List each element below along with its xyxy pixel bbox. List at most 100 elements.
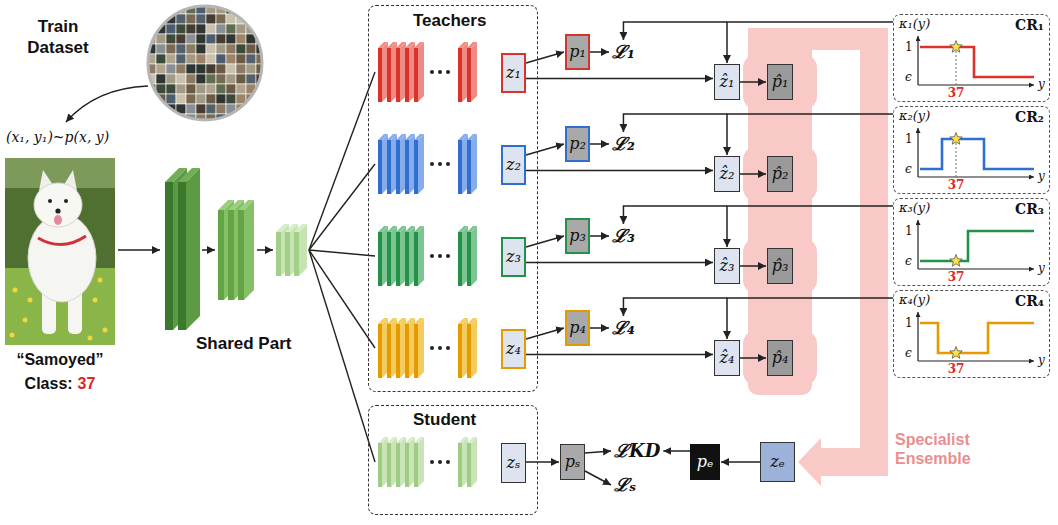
mosaic-tile: [206, 94, 216, 104]
mosaic-tile: [196, 34, 206, 44]
mosaic-tile: [196, 94, 206, 104]
mosaic-tile: [256, 24, 266, 34]
mosaic-tile: [206, 74, 216, 84]
node-text: y: [1038, 353, 1045, 367]
y-axis: [917, 128, 918, 177]
box-symbol: ẑ₁: [720, 74, 735, 90]
mosaic-tile: [176, 14, 186, 24]
mosaic-tile: [246, 4, 256, 14]
mosaic-tile: [186, 84, 196, 94]
node-text: y: [1038, 77, 1045, 91]
node-text: 37: [948, 178, 965, 192]
box-symbol: p₃: [569, 228, 586, 244]
mosaic-tile: [156, 104, 166, 114]
mosaic-tile: [256, 104, 266, 114]
y-axis: [917, 36, 918, 85]
feature-box: z₁: [501, 53, 526, 93]
branch-line: [309, 72, 375, 250]
reweighted-feature-box: ẑ₃: [714, 248, 740, 284]
slab-side: [224, 200, 234, 300]
box-symbol: ẑ₂: [720, 166, 735, 182]
y-axis: [917, 312, 918, 361]
node-text: 37: [948, 362, 965, 376]
slab-face: [378, 48, 382, 102]
dataset-ring: [148, 6, 262, 120]
box-symbol: z₃: [506, 249, 521, 265]
mosaic-tile: [196, 104, 206, 114]
node-text: 1: [905, 316, 913, 330]
mosaic-tile: [156, 64, 166, 74]
slab-face: [228, 210, 234, 300]
slab-face: [458, 443, 462, 487]
mosaic-tile: [236, 114, 246, 124]
mosaic-tile: [206, 34, 216, 44]
class-guide: [956, 51, 957, 85]
ellipsis-dot: [430, 162, 434, 166]
mosaic-tiles: [146, 4, 266, 124]
x-axis: [918, 84, 1034, 85]
slab-face: [414, 140, 418, 194]
mosaic-tile: [146, 104, 156, 114]
slab-face: [165, 182, 173, 330]
reweighted-probability-box: p̂₄: [767, 340, 793, 376]
connector: [526, 354, 713, 355]
mosaic-tile: [156, 4, 166, 14]
band-bump: [743, 330, 817, 386]
input-arrow: [118, 249, 160, 251]
reweighted-probability-box: p̂₂: [767, 156, 793, 192]
mosaic-tile: [176, 24, 186, 34]
connector: [740, 266, 766, 267]
mosaic-tile: [166, 84, 176, 94]
mosaic-tile: [236, 54, 246, 64]
box-symbol: p₄: [569, 320, 586, 336]
slab-face: [238, 210, 244, 300]
box-symbol: z₂: [506, 157, 521, 173]
layer-arrow: [257, 249, 273, 251]
node-text: 1: [905, 40, 913, 54]
slab-face: [285, 232, 290, 276]
slab-face: [467, 443, 471, 487]
slab-face: [467, 232, 471, 286]
flower: [98, 278, 103, 283]
slab-face: [387, 443, 391, 487]
mosaic-tile: [236, 74, 246, 84]
mosaic-tile: [216, 84, 226, 94]
mosaic-tile: [236, 84, 246, 94]
node-text: κ₂(y): [899, 109, 930, 122]
mosaic-tile: [196, 54, 206, 64]
connector: [526, 328, 564, 339]
loss-arrow: [590, 143, 609, 145]
box-symbol: p̂₃: [772, 258, 789, 274]
slab-face: [378, 232, 382, 286]
slab-face: [414, 232, 418, 286]
mosaic-tile: [146, 114, 156, 124]
connector: [526, 78, 713, 79]
slab-side: [418, 318, 424, 378]
mosaic-tile: [246, 44, 256, 54]
slab-face: [458, 140, 462, 194]
slab-face: [467, 324, 471, 378]
slab-side: [244, 200, 254, 300]
loss-arrows: [585, 22, 727, 485]
mosaic-tile: [176, 74, 186, 84]
class-reweight-panel: CR₃κ₃(y)1ϵ37y: [893, 198, 1050, 286]
probability-box: p₂: [565, 126, 590, 162]
weight-curve: [920, 139, 1034, 169]
box-symbol: pₑ: [697, 454, 713, 470]
flower: [103, 328, 108, 333]
flower: [93, 298, 98, 303]
slab-face: [414, 443, 418, 487]
mosaic-tile: [166, 54, 176, 64]
slab-side: [471, 318, 477, 378]
mosaic-tile: [256, 14, 266, 24]
mosaic-tile: [176, 94, 186, 104]
mosaic-tile: [216, 94, 226, 104]
mosaic-tile: [176, 44, 186, 54]
mosaic-tile: [206, 64, 216, 74]
feature-box: z₂: [501, 145, 526, 185]
slab-face: [276, 232, 281, 276]
node-text: Specialist Ensemble: [895, 430, 990, 468]
node-text: CR₄: [1015, 294, 1044, 308]
mosaic-tile: [236, 64, 246, 74]
flower: [23, 318, 28, 323]
